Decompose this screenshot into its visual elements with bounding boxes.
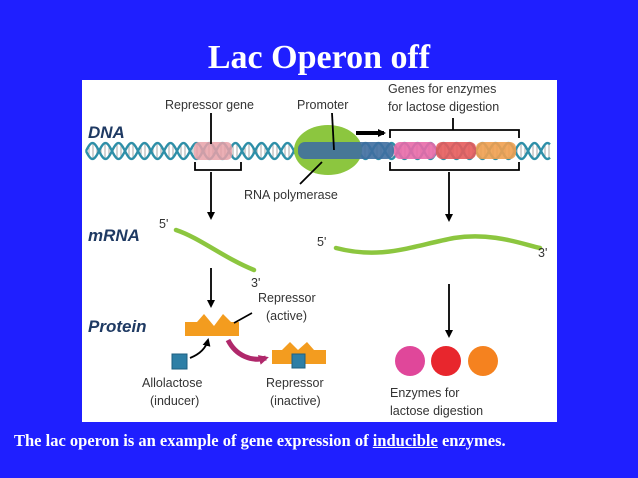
prime-left-3: 3' bbox=[251, 276, 260, 290]
label-repressor-active-line1: Repressor bbox=[258, 291, 316, 305]
diagram-svg: DNA mRNA Protein Repressor gene Promoter… bbox=[84, 82, 551, 418]
inducer-binding-arrow bbox=[189, 338, 211, 359]
enzyme-circle-orange bbox=[468, 346, 498, 376]
caption-text-before: The lac operon is an example of gene exp… bbox=[14, 431, 373, 450]
genes-top-bracket bbox=[389, 129, 520, 138]
row-label-protein: Protein bbox=[88, 317, 147, 336]
enzyme-circle-red bbox=[431, 346, 461, 376]
label-enzymes-line2: lactose digestion bbox=[390, 404, 483, 418]
caption-underlined-term: inducible bbox=[372, 431, 438, 450]
row-label-dna: DNA bbox=[88, 123, 125, 142]
label-repressor-inactive-line1: Repressor bbox=[266, 376, 324, 390]
label-enzymes-line1: Enzymes for bbox=[390, 386, 459, 400]
rna-polymerase-band bbox=[298, 142, 394, 159]
label-repressor-gene: Repressor gene bbox=[165, 98, 254, 112]
prime-right-5: 5' bbox=[317, 235, 326, 249]
row-label-mrna: mRNA bbox=[88, 226, 140, 245]
slide-title: Lac Operon off bbox=[207, 39, 431, 76]
label-repressor-active-line2: (active) bbox=[266, 309, 307, 323]
bound-inducer-square bbox=[291, 353, 306, 369]
prime-right-3: 3' bbox=[538, 246, 547, 260]
inactive-repressor-shape bbox=[272, 342, 326, 364]
genes-bottom-bracket bbox=[389, 162, 520, 171]
label-allolactose-line2: (inducer) bbox=[150, 394, 199, 408]
label-repressor-inactive-line2: (inactive) bbox=[270, 394, 321, 408]
label-promoter: Promoter bbox=[297, 98, 348, 112]
label-allolactose-line1: Allolactose bbox=[142, 376, 202, 390]
repressor-gene-region bbox=[194, 142, 232, 160]
label-genes-line1: Genes for enzymes bbox=[388, 82, 496, 96]
repressor-gene-bracket bbox=[194, 162, 242, 171]
enzyme-genes-region bbox=[394, 142, 516, 159]
active-repressor-leader bbox=[233, 312, 253, 324]
enzyme-circle-pink bbox=[395, 346, 425, 376]
slide-caption: The lac operon is an example of gene exp… bbox=[14, 430, 624, 451]
label-rna-polymerase: RNA polymerase bbox=[244, 188, 338, 202]
label-genes-line2: for lactose digestion bbox=[388, 100, 499, 114]
caption-text-after: enzymes. bbox=[437, 431, 506, 450]
enzyme-mrna bbox=[333, 234, 543, 255]
rna-polymerase-leader bbox=[299, 161, 323, 185]
active-repressor-shape bbox=[185, 314, 239, 336]
inactivation-arrow bbox=[225, 338, 269, 365]
promoter-leader bbox=[331, 112, 335, 151]
allolactose-square bbox=[171, 353, 188, 370]
lac-operon-diagram: DNA mRNA Protein Repressor gene Promoter… bbox=[82, 80, 557, 422]
prime-left-5: 5' bbox=[159, 217, 168, 231]
repressor-mrna bbox=[173, 227, 257, 273]
